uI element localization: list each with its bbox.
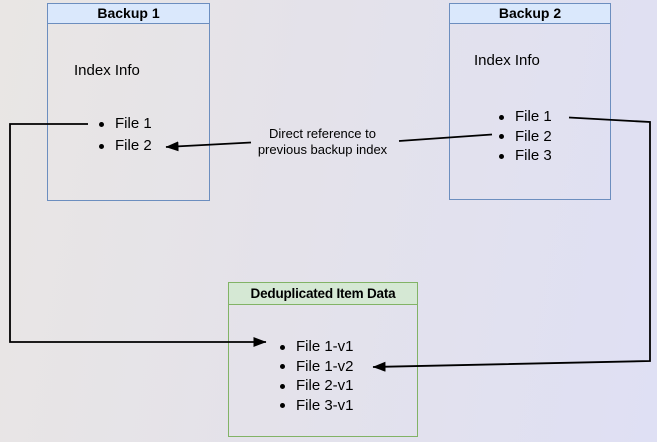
backup1-file-list: File 1 File 2 — [95, 113, 152, 157]
backup1-box: Backup 1 — [47, 3, 210, 201]
edge-label-direct-reference: Direct reference to previous backup inde… — [242, 126, 403, 157]
backup2-box: Backup 2 — [449, 3, 611, 200]
list-item-label: File 2 — [515, 127, 552, 145]
list-item-label: File 1 — [515, 108, 552, 125]
backup1-header: Backup 1 — [48, 4, 209, 24]
dedup-header: Deduplicated Item Data — [229, 283, 417, 305]
list-item: File 1-v2 — [276, 357, 354, 377]
bullet-icon — [99, 121, 104, 127]
dedup-box: Deduplicated Item Data — [228, 282, 418, 437]
bullet-icon — [499, 153, 504, 159]
list-item-label: File 1-v2 — [296, 357, 354, 375]
list-item: File 2-v1 — [276, 376, 354, 396]
backup2-file-list: File 1 File 2 File 3 — [495, 107, 552, 166]
bullet-icon — [99, 143, 104, 149]
list-item: File 2 — [495, 127, 552, 147]
list-item-label: File 2-v1 — [296, 377, 354, 394]
list-item: File 1 — [495, 107, 552, 127]
bullet-icon — [499, 114, 504, 120]
backup2-index-info-label: Index Info — [474, 52, 540, 69]
list-item: File 3 — [495, 146, 552, 166]
bullet-icon — [280, 403, 285, 408]
backup2-header: Backup 2 — [450, 4, 610, 24]
backup1-index-info-label: Index Info — [74, 62, 140, 79]
list-item-label: File 2 — [115, 137, 152, 154]
list-item: File 1 — [95, 113, 152, 135]
bullet-icon — [280, 383, 285, 389]
bullet-icon — [280, 364, 285, 369]
bullet-icon — [499, 134, 504, 139]
list-item: File 3-v1 — [276, 396, 354, 416]
list-item-label: File 1 — [115, 115, 152, 132]
edge-label-line2: previous backup index — [257, 141, 388, 157]
dedup-file-list: File 1-v1 File 1-v2 File 2-v1 File 3-v1 — [276, 337, 354, 415]
list-item-label: File 3 — [515, 147, 552, 164]
bullet-icon — [280, 344, 285, 350]
list-item-label: File 1-v1 — [296, 338, 354, 355]
list-item: File 1-v1 — [276, 337, 354, 357]
edge-label-line1: Direct reference to — [269, 126, 376, 141]
list-item: File 2 — [95, 135, 152, 157]
list-item-label: File 3-v1 — [296, 396, 354, 414]
